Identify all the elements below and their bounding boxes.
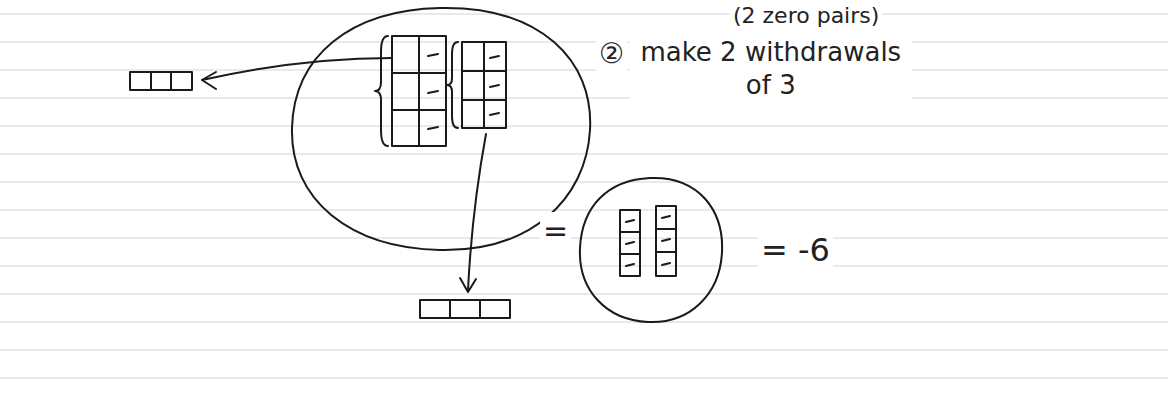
tile-bar bbox=[420, 300, 510, 318]
negative-tile-bar bbox=[656, 206, 676, 276]
note-text: (2 zero pairs) bbox=[730, 2, 882, 30]
withdrawal-arrow bbox=[468, 134, 486, 290]
withdrawal-arrow bbox=[202, 58, 392, 80]
arrowhead bbox=[202, 72, 216, 89]
paper-ruling bbox=[0, 14, 1168, 378]
result-text: = -6 bbox=[758, 230, 833, 270]
arrowhead bbox=[460, 278, 476, 292]
equals-sign: = bbox=[540, 212, 571, 250]
zero-pair-grid bbox=[462, 42, 506, 128]
enclosing-circle bbox=[292, 8, 590, 250]
tile-bar bbox=[130, 72, 192, 90]
bracket bbox=[375, 36, 388, 146]
bracket bbox=[447, 42, 458, 128]
result-circle bbox=[580, 178, 722, 322]
negative-tile-bar bbox=[620, 210, 640, 276]
zero-pair-grid bbox=[392, 36, 446, 146]
step-text: make 2 withdrawals of 3 bbox=[630, 36, 912, 101]
step-number: ② bbox=[596, 36, 627, 71]
